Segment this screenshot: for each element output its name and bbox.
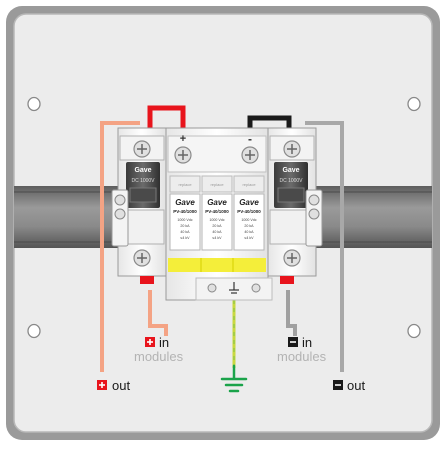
plus-square-icon — [97, 380, 107, 390]
svg-text:in: in — [302, 335, 312, 350]
wire-positive-out — [100, 121, 140, 372]
spd-module-2: Gave PV-40/1000 1000 Vdc 20 kA 40 kA ≤4 … — [201, 193, 233, 251]
svg-text:1000 Vdc: 1000 Vdc — [209, 218, 224, 222]
spd-device: Gave DC 1000V Gave DC 1000V — [111, 127, 323, 301]
fuse-left-brand: Gave — [134, 167, 151, 174]
svg-text:in: in — [159, 335, 169, 350]
svg-text:40 kA: 40 kA — [212, 230, 222, 234]
svg-text:Gave: Gave — [175, 198, 195, 207]
spd-module-3: Gave PV-40/1000 1000 Vdc 20 kA 40 kA ≤4 … — [233, 193, 265, 251]
ground-terminal-icon — [229, 282, 239, 294]
svg-text:out: out — [347, 378, 365, 393]
svg-text:modules: modules — [134, 349, 184, 364]
svg-text:1000 Vdc: 1000 Vdc — [241, 218, 256, 222]
status-indicator-band — [168, 258, 266, 272]
svg-text:Gave: Gave — [239, 198, 259, 207]
module-tab-row: replace replace replace — [169, 175, 265, 193]
module-tab-text-3: replace — [242, 182, 256, 187]
label-negative-out: out — [333, 378, 365, 393]
svg-text:20 kA: 20 kA — [244, 224, 254, 228]
wire-positive-in — [148, 290, 168, 336]
label-negative-in-modules: in modules — [277, 335, 327, 364]
screw-icon — [207, 283, 217, 293]
svg-text:20 kA: 20 kA — [212, 224, 222, 228]
svg-text:out: out — [112, 378, 130, 393]
module-tab-text-2: replace — [210, 182, 224, 187]
wire-negative-jumper — [247, 115, 292, 132]
label-positive-in-modules: in modules — [134, 335, 184, 364]
svg-text:PV-40/1000: PV-40/1000 — [205, 209, 229, 214]
svg-text:≤4 kV: ≤4 kV — [180, 236, 190, 240]
svg-text:modules: modules — [277, 349, 327, 364]
fuse-right-brand: Gave — [282, 167, 299, 174]
mounting-hole-top-right — [407, 96, 421, 112]
screw-icon — [251, 283, 261, 293]
fuse-left-rating: DC 1000V — [131, 178, 155, 184]
svg-text:40 kA: 40 kA — [244, 230, 254, 234]
label-positive-out: out — [97, 378, 130, 393]
spd-module-1: Gave PV-40/1000 1000 Vdc 20 kA 40 kA ≤4 … — [169, 193, 201, 251]
wire-positive-jumper — [147, 105, 186, 132]
svg-text:≤4 kV: ≤4 kV — [244, 236, 254, 240]
mounting-hole-top-left — [27, 96, 41, 112]
terminal-minus-label: - — [248, 132, 252, 146]
minus-square-icon — [288, 337, 298, 347]
fuse-right-rating: DC 1000V — [279, 178, 303, 184]
earth-ground-icon — [220, 364, 248, 393]
mounting-hole-bottom-left — [27, 323, 41, 339]
mounting-hole-bottom-right — [407, 323, 421, 339]
svg-text:40 kA: 40 kA — [180, 230, 190, 234]
plus-square-icon — [145, 337, 155, 347]
terminal-plus-label: + — [180, 133, 186, 145]
svg-text:Gave: Gave — [207, 198, 227, 207]
module-tab-text-1: replace — [178, 182, 192, 187]
svg-text:1000 Vdc: 1000 Vdc — [177, 218, 192, 222]
minus-square-icon — [333, 380, 343, 390]
svg-text:PV-40/1000: PV-40/1000 — [173, 209, 197, 214]
wire-negative-in — [286, 290, 297, 336]
svg-text:≤4 kV: ≤4 kV — [212, 236, 222, 240]
svg-text:PV-40/1000: PV-40/1000 — [237, 209, 261, 214]
svg-text:20 kA: 20 kA — [180, 224, 190, 228]
wire-negative-out — [305, 121, 344, 372]
